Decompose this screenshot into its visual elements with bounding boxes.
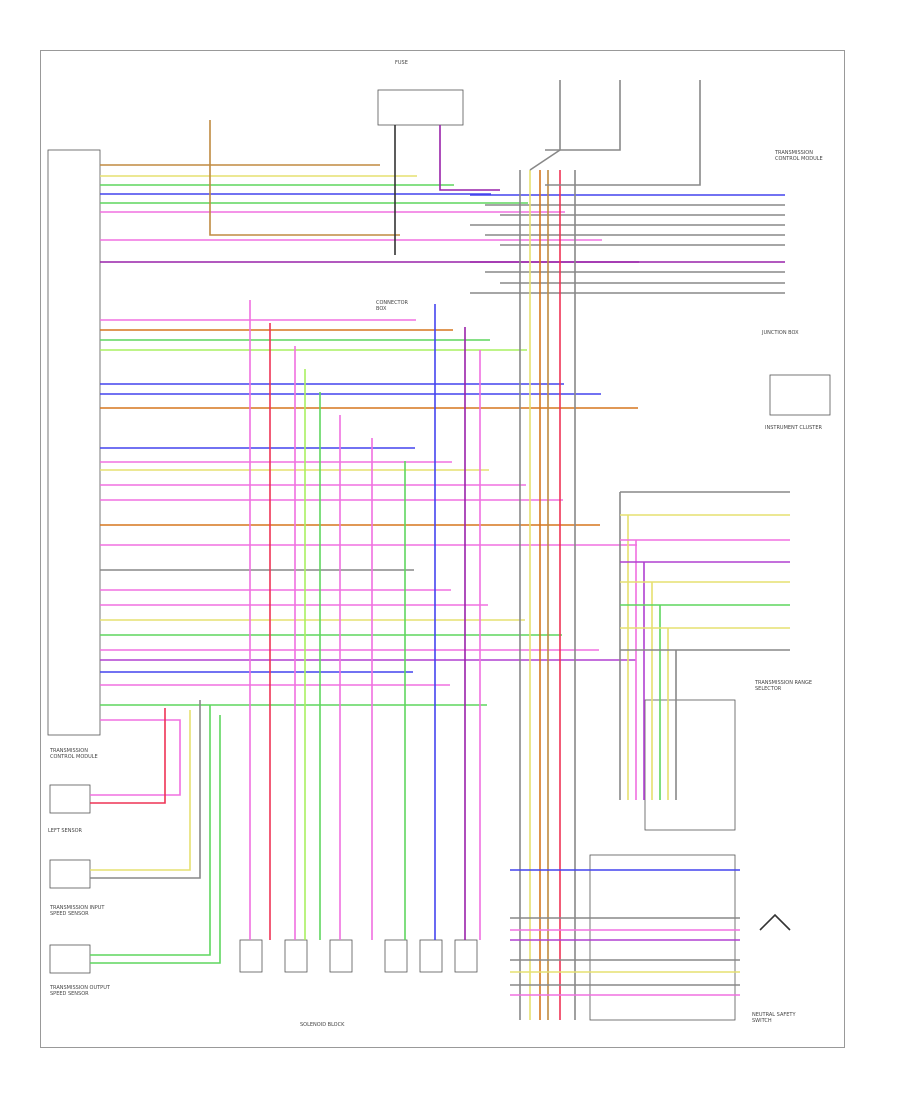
top-wire-6 — [545, 80, 701, 186]
output-sensor-wire-1 — [90, 705, 211, 956]
solenoid-box-2 — [284, 939, 308, 973]
top-wire-3 — [439, 125, 500, 191]
diagram-frame — [40, 50, 845, 1048]
input-sensor-wire-2 — [90, 700, 201, 879]
range-switch-label: TRANSMISSION RANGE SELECTOR — [755, 680, 813, 692]
cluster-box — [769, 374, 831, 416]
connector-box-label: CONNECTOR BOX — [376, 300, 409, 312]
solenoid-box-4 — [384, 939, 408, 973]
output-sensor-wire-2 — [90, 715, 221, 964]
left-sensor-box — [49, 784, 91, 814]
neutral-switch-label: NEUTRAL SAFETY SWITCH — [752, 1012, 796, 1024]
input-sensor-wire-1 — [90, 710, 191, 871]
top-wire-4 — [529, 80, 561, 171]
input-speed-sensor-label: TRANSMISSION INPUT SPEED SENSOR — [50, 905, 105, 917]
output-speed-sensor-box — [49, 944, 91, 974]
top-module-box — [377, 89, 464, 126]
solenoid-block-label: SOLENOID BLOCK — [300, 1022, 345, 1028]
top-wire-1 — [209, 120, 400, 236]
solenoid-box-3 — [329, 939, 353, 973]
solenoid-box-5 — [419, 939, 443, 973]
sensor-wire-2 — [90, 708, 166, 804]
range-switch-contact — [759, 913, 791, 931]
solenoid-box-6 — [454, 939, 478, 973]
sensor-label: LEFT SENSOR — [48, 828, 83, 834]
tcm-right-label: TRANSMISSION CONTROL MODULE — [775, 150, 823, 162]
top-wire-5 — [545, 80, 621, 151]
output-speed-sensor-label: TRANSMISSION OUTPUT SPEED SENSOR — [50, 985, 110, 997]
fuse-label: FUSE — [395, 60, 408, 66]
solenoid-box-1 — [239, 939, 263, 973]
range-switch-connector — [644, 699, 736, 831]
left-module-label: TRANSMISSION CONTROL MODULE — [50, 748, 98, 760]
tcm-connector — [47, 149, 101, 736]
cluster-label: INSTRUMENT CLUSTER — [765, 425, 822, 431]
sensor-wire-1 — [90, 719, 181, 796]
neutral-switch-connector — [589, 854, 736, 1021]
input-speed-sensor-box — [49, 859, 91, 889]
junction-label: JUNCTION BOX — [762, 330, 799, 336]
